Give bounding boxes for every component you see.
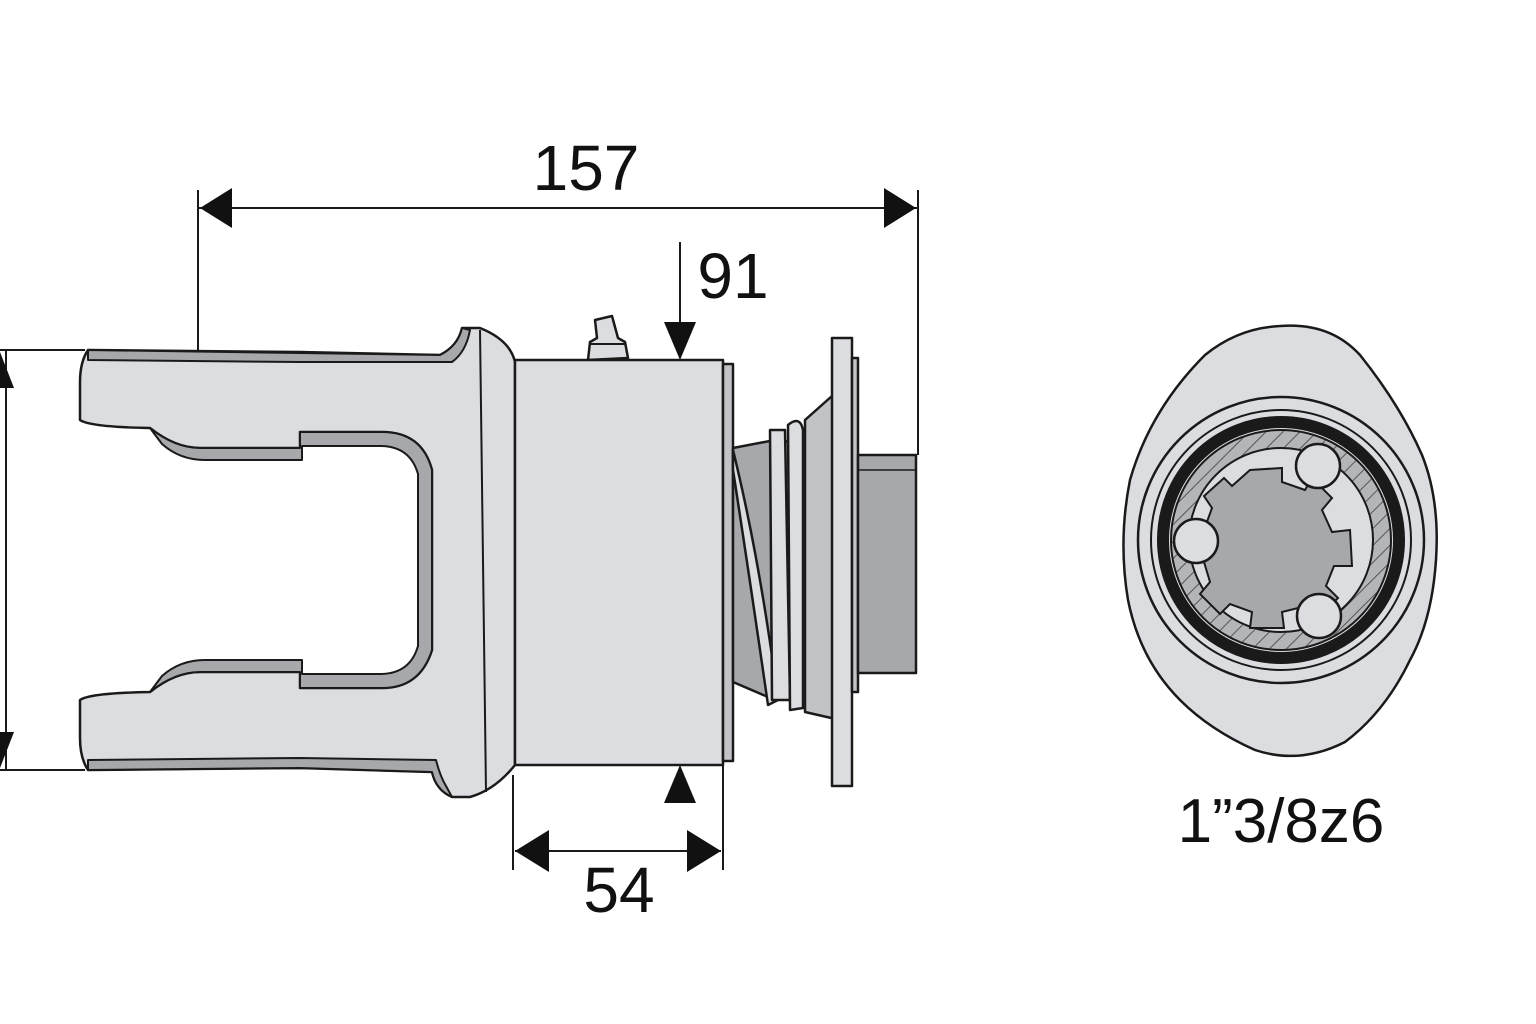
yoke-fork-rim-bottom [87,757,453,798]
yoke-fork-shadow-top [149,427,433,693]
collar-spring [731,394,842,722]
height-dimension-line [0,349,85,771]
locking-ball-bottom [1295,592,1343,640]
locking-collar [513,358,725,767]
locking-collar-edge [721,362,735,763]
locking-ball-left [1172,517,1220,565]
flange-disc [830,336,854,788]
locking-ball-top [1294,442,1342,490]
dimension-54 [512,765,724,872]
end-view-seal-ring [1157,416,1405,664]
dimension-91 [664,242,696,360]
end-view [1122,324,1438,758]
dimension-91-label: 91 [697,240,768,312]
yoke-fork-rim-top [87,327,471,363]
shaft-stub [856,453,918,675]
dimension-157 [197,188,919,455]
dimension-157-label: 157 [533,132,640,204]
dimension-54-label: 54 [583,854,654,926]
spline-spec-label: 1”3/8z6 [1178,787,1385,856]
yoke-fork [78,326,517,799]
grease-nipple [586,314,630,362]
side-view [0,314,918,799]
